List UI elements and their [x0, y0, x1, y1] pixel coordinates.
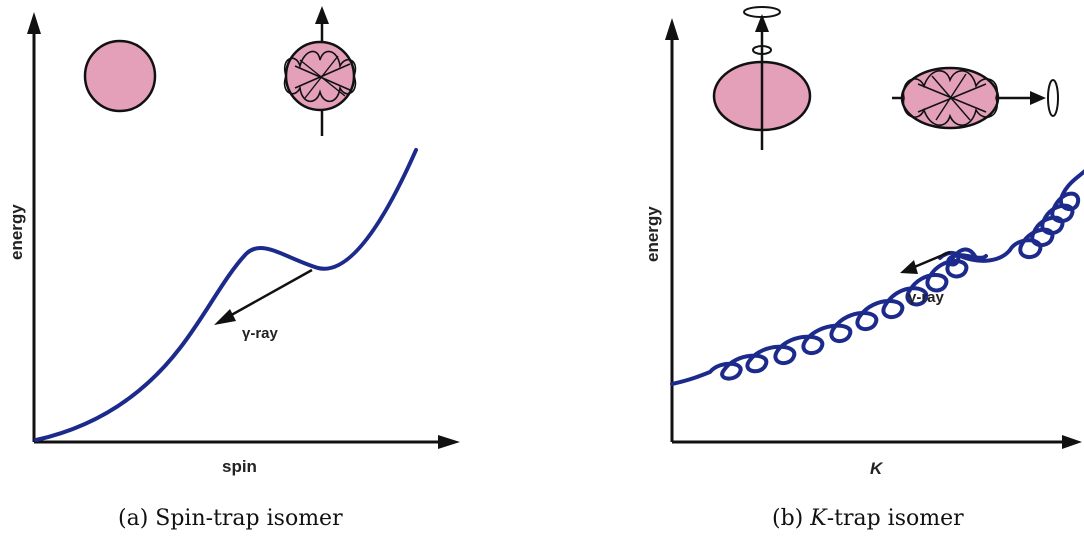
gamma-ray-arrow — [225, 268, 313, 320]
spin-trap-diagram: energy spin γ-ray — [7, 6, 460, 476]
x-axis-arrow-icon — [1062, 435, 1082, 449]
panel-k-trap: energy K — [540, 0, 1084, 539]
yrast-curve — [34, 148, 418, 442]
k-trap-diagram: energy K — [643, 6, 1084, 478]
x-axis-label: spin — [222, 457, 257, 476]
y-axis-label: energy — [7, 204, 26, 260]
spinning-nucleus-icon — [283, 6, 357, 136]
y-axis-label: energy — [643, 206, 662, 262]
gamma-ray-arrowhead-icon — [900, 260, 918, 274]
caption-b: (b) K-trap isomer — [772, 506, 964, 531]
y-axis-arrow-icon — [665, 18, 679, 40]
caption-b-italic: K — [810, 506, 827, 531]
panel-spin-trap: energy spin γ-ray (a) Spin-trap isomer — [0, 0, 520, 539]
gamma-ray-label: γ-ray — [242, 325, 279, 342]
gamma-ray-label: γ-ray — [908, 289, 945, 306]
deformed-nucleus-aligned-icon — [712, 6, 812, 150]
gamma-ray-arrowhead-icon — [214, 309, 236, 325]
x-axis-arrow-icon — [438, 435, 460, 449]
rotational-band-curve — [670, 169, 1084, 386]
caption-a: (a) Spin-trap isomer — [118, 506, 343, 531]
caption-b-prefix: (b) — [772, 506, 811, 531]
deformed-nucleus-rotating-icon — [892, 66, 1059, 130]
x-axis-label: K — [870, 459, 884, 478]
caption-b-suffix: -trap isomer — [826, 506, 964, 531]
y-axis-arrow-icon — [27, 12, 41, 34]
spherical-nucleus-icon — [83, 39, 157, 113]
gamma-ray-arrow — [911, 250, 951, 270]
